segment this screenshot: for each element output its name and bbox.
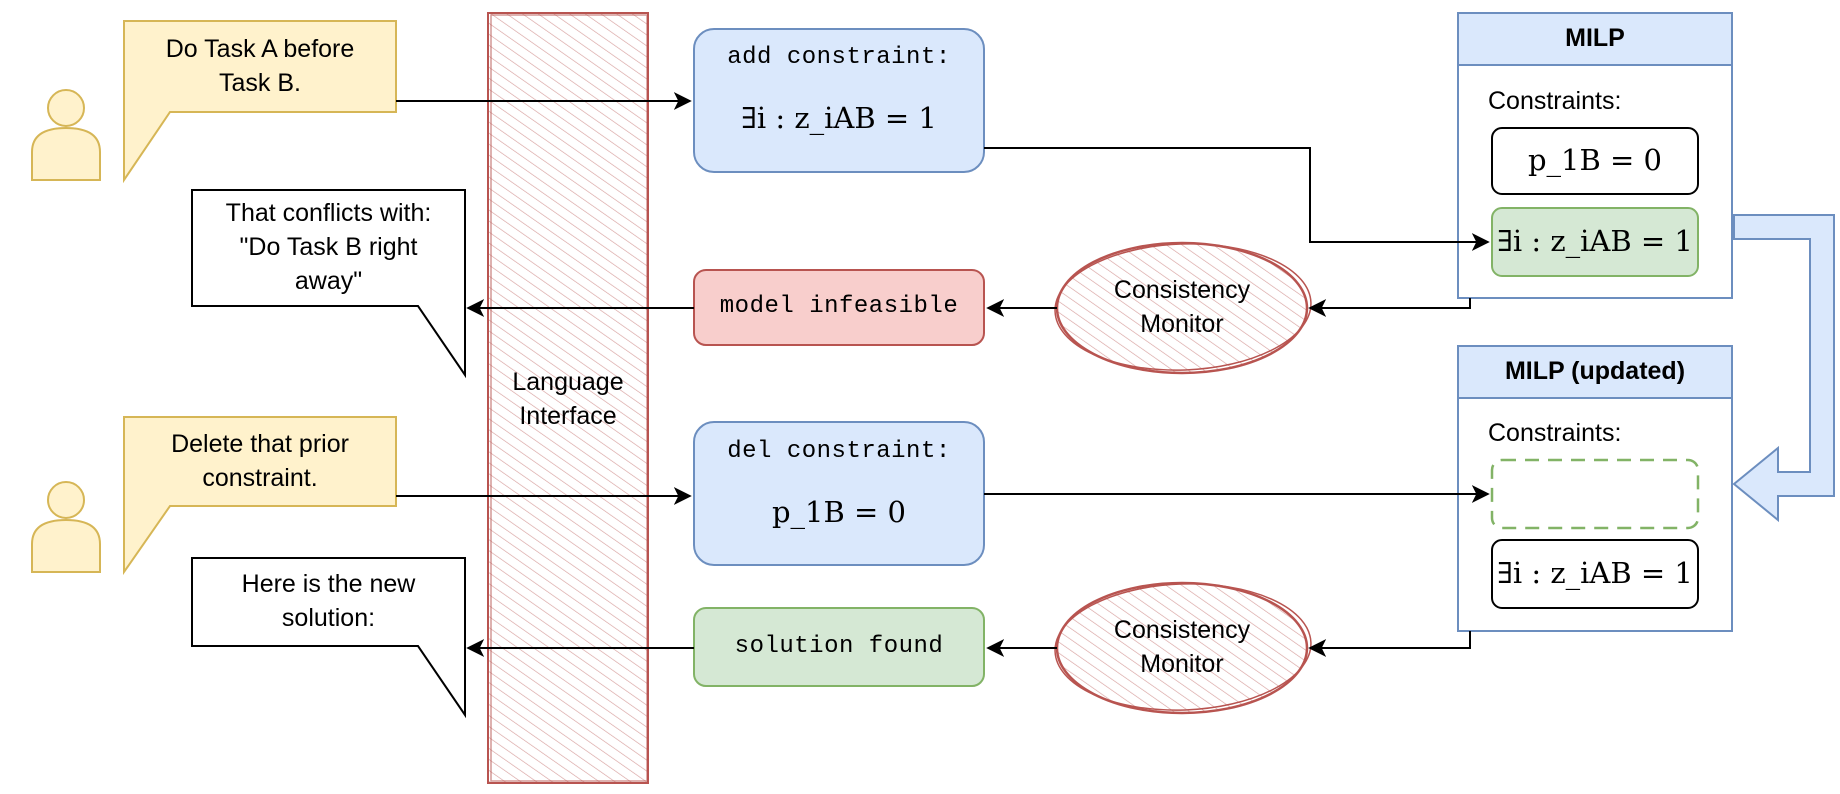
language-interface-bar [487,12,649,784]
reply-bubble-2 [191,557,466,719]
del-constraint-formula: p_1B = 0 [771,495,906,530]
milp-updated-constraint-box [1491,539,1699,609]
consistency-monitor-2-label: Consistency Monitor [1113,616,1251,678]
milp-constraints-label: Constraints: [1488,87,1622,116]
milp-updated-title: MILP (updated) [1504,357,1686,386]
add-constraint-title: add constraint: [727,43,951,71]
connector-milp-updated-to-monitor2 [1308,631,1471,657]
add-constraint-formula: ∃i : z_iAB = 1 [741,101,937,136]
milp-title: MILP [1565,24,1625,53]
user-icon-1 [31,89,101,181]
reply-bubble-1 [191,189,466,379]
milp-constraint-2: ∃i : z_iAB = 1 [1497,224,1693,259]
reply-2-text: Here is the new solution: [241,570,416,632]
user-bubble-2-text: Delete that prior constraint. [171,430,349,492]
milp-constraint-1: p_1B = 0 [1527,143,1662,178]
removed-constraint-placeholder [1490,458,1700,530]
add-constraint-box [693,28,985,173]
consistency-monitor-1-label: Consistency Monitor [1113,276,1251,338]
user-bubble-1 [123,20,397,184]
del-constraint-title: del constraint: [727,437,951,465]
solution-found-label: solution found [734,632,944,660]
model-infeasible-label: model infeasible [719,293,959,321]
connector-add-to-milp [984,147,1490,251]
language-interface-label: Language Interface [512,368,624,430]
connector-milp-to-monitor1 [1308,298,1471,317]
update-arrow [1732,214,1835,523]
milp-updated-constraints-label: Constraints: [1488,419,1622,448]
milp-constraint-1-box [1491,127,1699,195]
user-bubble-1-text: Do Task A before Task B. [165,35,355,97]
milp-constraint-2-box [1491,207,1699,277]
reply-1-text: That conflicts with: "Do Task B right aw… [225,199,432,295]
user-icon-2 [31,481,101,573]
user-bubble-2 [123,416,397,576]
milp-updated-constraint: ∃i : z_iAB = 1 [1497,556,1693,591]
